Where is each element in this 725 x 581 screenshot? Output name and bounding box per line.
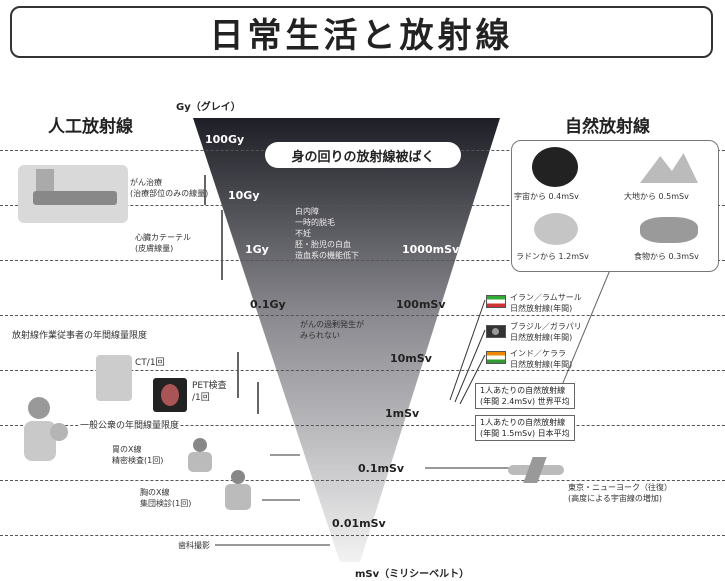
- stomach-xray-person-illustration: [185, 438, 215, 472]
- gy-label-100: 100Gy: [205, 133, 245, 146]
- level-line-01msv: [0, 480, 725, 481]
- msv-label-100: 100mSv: [396, 298, 446, 311]
- brazil-flag-icon: [486, 325, 506, 338]
- mother-child-illustration: [20, 395, 74, 467]
- page-title: 日常生活と放射線: [209, 15, 514, 56]
- chest-xray-person-illustration: [222, 470, 254, 512]
- gy-label-1: 1Gy: [245, 243, 269, 256]
- msv-label-1000: 1000mSv: [402, 243, 460, 256]
- level-line-01gy: [0, 315, 725, 316]
- msv-label-001: 0.01mSv: [332, 517, 386, 530]
- therapy-machine-illustration: [18, 165, 128, 223]
- pet-image-illustration: [153, 378, 187, 412]
- msv-label-10: 10mSv: [390, 352, 432, 365]
- india-label: インド／ケララ 日然放射線(年間): [510, 349, 573, 369]
- artificial-radiation-header: 人工放射線: [48, 117, 133, 137]
- ground-illustration: [640, 153, 698, 183]
- food-illustration: [640, 217, 698, 243]
- stomach-xray-label: 胃のX線 精密検査(1回): [112, 445, 164, 465]
- level-line-10msv: [0, 370, 725, 371]
- dental-label: 歯科撮影: [178, 541, 210, 550]
- ct-label: CT/1回: [135, 358, 165, 368]
- ct-scanner-illustration: [96, 355, 132, 401]
- axis-top-unit: Gy（グレイ）: [176, 102, 241, 113]
- level-line-1msv: [0, 425, 725, 426]
- cosmic-label: 宇宙から 0.4mSv: [514, 192, 579, 201]
- level-line-001msv: [0, 535, 725, 536]
- level-line-10gy: [0, 205, 725, 206]
- ground-label: 大地から 0.5mSv: [624, 192, 689, 201]
- gy-label-10: 10Gy: [228, 189, 260, 202]
- cardiac-catheter-label: 心臓カテーテル (皮膚線量): [135, 233, 191, 253]
- chest-xray-label: 胸のX線 集団検診(1回): [140, 488, 192, 508]
- pet-label: PET検査 /1回: [192, 381, 227, 403]
- axis-bottom-unit: mSv（ミリシーベルト）: [355, 569, 470, 580]
- japan-average-label: 1人あたりの自然放射線 (年間 1.5mSv) 日本平均: [475, 415, 575, 441]
- iran-flag-icon: [486, 295, 506, 308]
- flight-label: 東京・ニューヨーク（往復） (高度による宇宙線の増加): [568, 483, 672, 503]
- food-label: 食物から 0.3mSv: [634, 252, 699, 261]
- gy-label-01: 0.1Gy: [250, 298, 286, 311]
- msv-label-1: 1mSv: [385, 407, 420, 420]
- exposure-banner: 身の回りの放射線被ばく: [265, 142, 461, 168]
- title-frame: 日常生活と放射線: [10, 6, 713, 58]
- world-average-label: 1人あたりの自然放射線 (年間 2.4mSv) 世界平均: [475, 383, 575, 409]
- india-flag-icon: [486, 351, 506, 364]
- public-limit-label: 一般公衆の年間線量限度: [80, 420, 180, 432]
- health-effects-list: 白内障 一時的脱毛 不妊 胚・胎児の白血 造血系の機能低下: [295, 207, 359, 260]
- msv-label-01: 0.1mSv: [358, 462, 405, 475]
- radon-illustration: [534, 213, 578, 245]
- cancer-therapy-label: がん治療 (治療部位のみの線量): [130, 178, 209, 198]
- cosmic-illustration: [532, 147, 578, 187]
- funnel-triangle: [193, 118, 500, 562]
- cancer-note: がんの過剰発生が みられない: [300, 320, 364, 340]
- flight-illustration: [508, 455, 566, 485]
- natural-radiation-header: 自然放射線: [565, 117, 650, 137]
- brazil-label: ブラジル／ガラパリ 日然放射線(年間): [510, 322, 582, 342]
- iran-label: イラン／ラムサール 日然放射線(年間): [510, 293, 582, 313]
- natural-sources-box: 宇宙から 0.4mSv 大地から 0.5mSv ラドンから 1.2mSv 食物か…: [511, 140, 719, 272]
- level-line-1gy: [0, 260, 725, 261]
- radon-label: ラドンから 1.2mSv: [516, 252, 589, 261]
- worker-limit-label: 放射線作業従事者の年間線量限度: [12, 330, 148, 342]
